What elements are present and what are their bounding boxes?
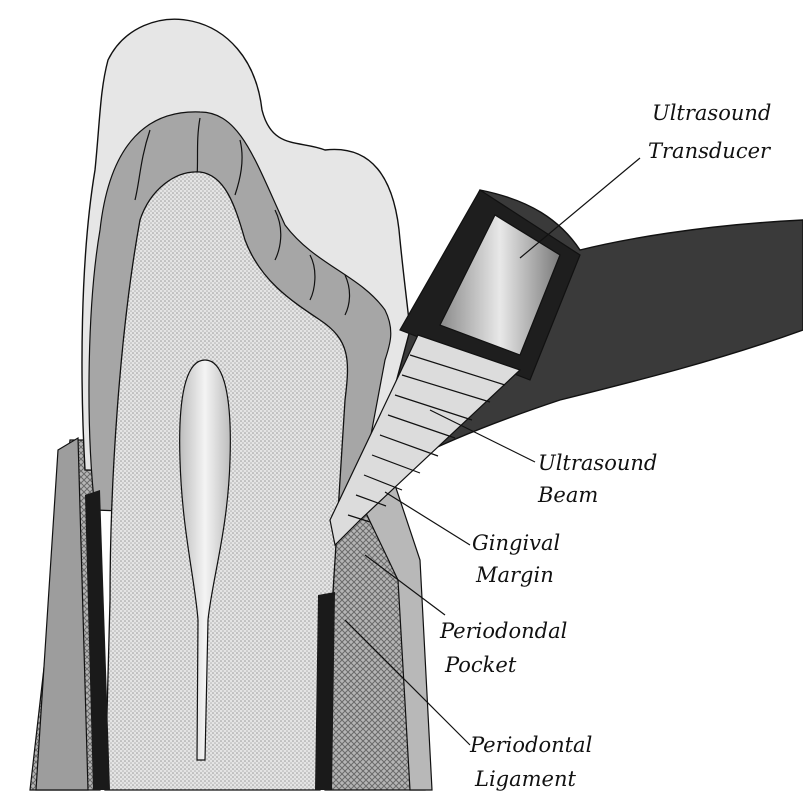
label-pocket-line2: Pocket <box>444 653 517 677</box>
label-gingival-line1: Gingival <box>472 531 560 555</box>
label-transducer-line2: Transducer <box>648 139 772 163</box>
label-gingival-line2: Margin <box>475 563 554 587</box>
label-ligament-line1: Periodontal <box>469 733 592 757</box>
label-beam-line1: Ultrasound <box>538 451 657 475</box>
label-beam-line2: Beam <box>537 483 598 507</box>
label-pocket-line1: Periodondal <box>439 619 567 643</box>
label-transducer-line1: Ultrasound <box>652 101 771 125</box>
ligament-right <box>315 592 335 790</box>
label-ligament-line2: Ligament <box>474 767 576 791</box>
